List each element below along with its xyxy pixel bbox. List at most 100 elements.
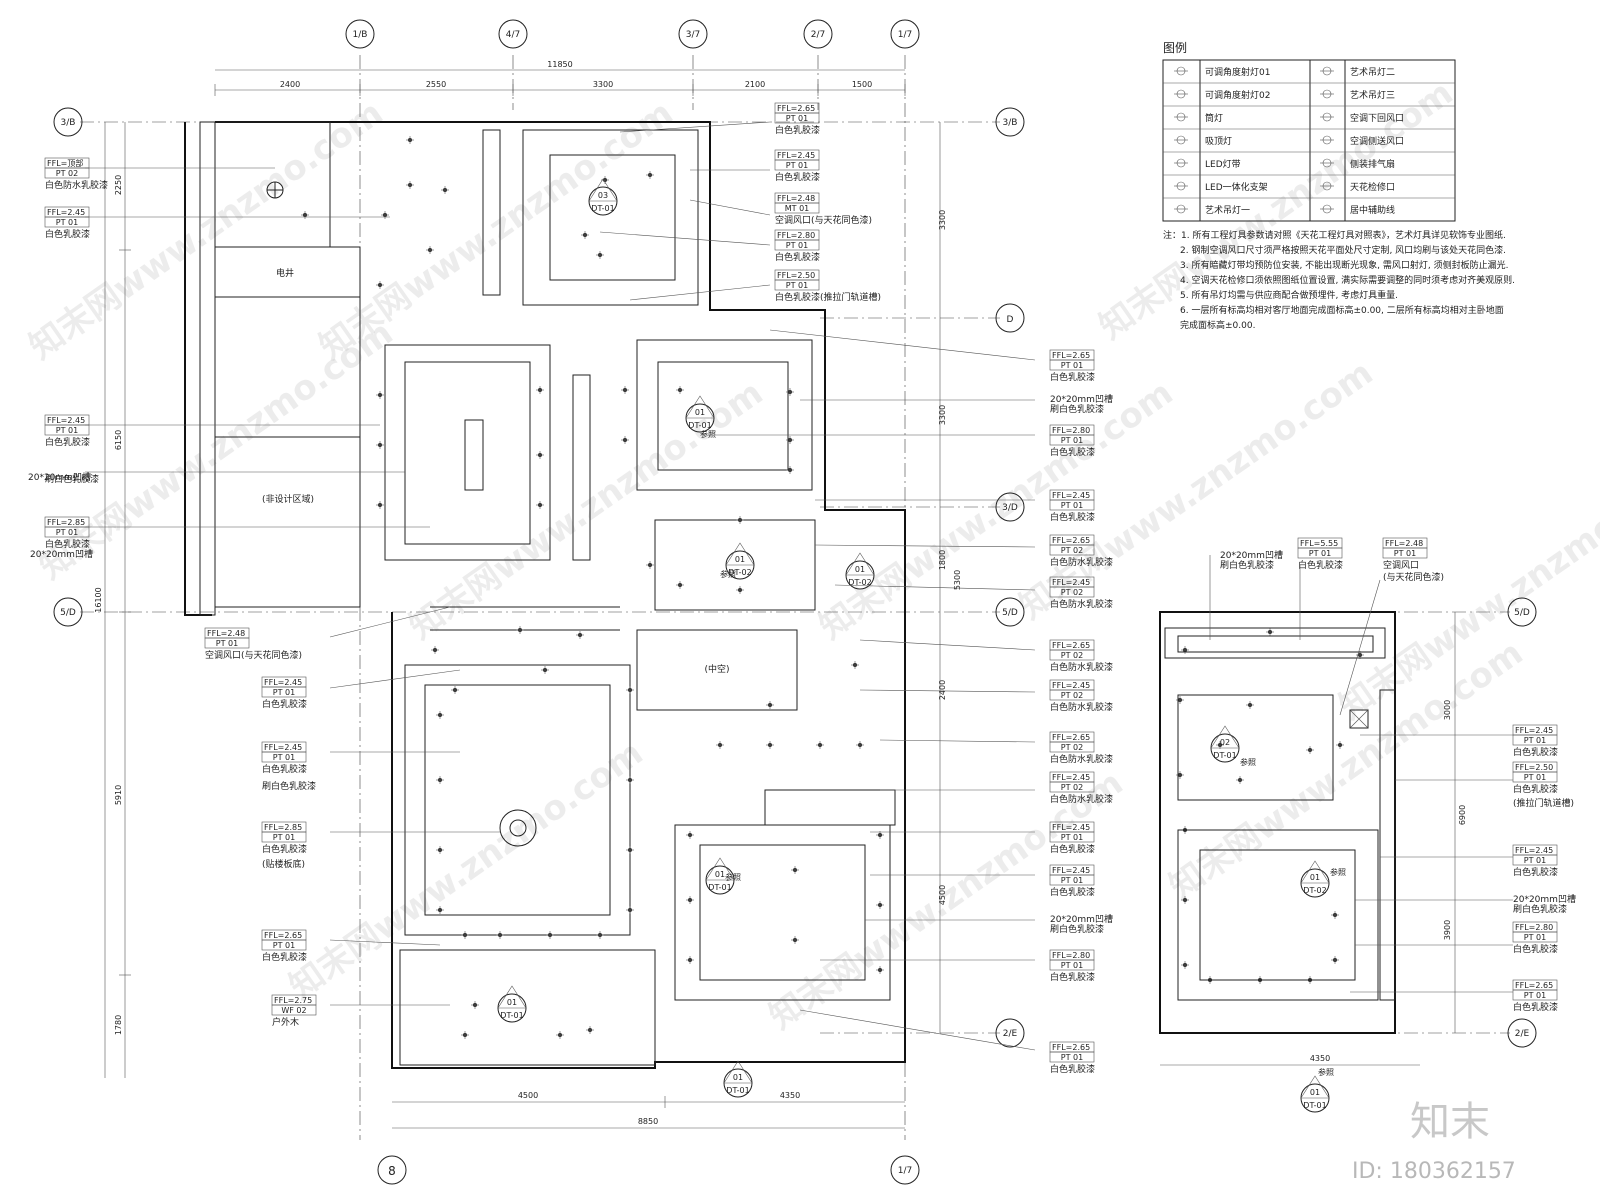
tag-label: 白色乳胶漆 <box>45 228 90 240</box>
downlight-icon <box>581 231 589 239</box>
tag-label: 白色防水乳胶漆 <box>1050 753 1113 765</box>
downlight-icon <box>876 901 884 909</box>
downlight-icon <box>596 931 604 939</box>
legend-item: 筒灯 <box>1205 112 1223 124</box>
detail-number: 01 <box>715 870 725 879</box>
downlight-icon <box>406 136 414 144</box>
brand-logo-text: 知末 <box>1410 1099 1490 1145</box>
tag-code: PT 01 <box>1061 961 1083 970</box>
tag-code: PT 01 <box>1061 436 1083 445</box>
pendant-lamp-icon <box>509 819 527 837</box>
downlight-icon <box>376 391 384 399</box>
downlight-icon <box>461 931 469 939</box>
downlight-icon <box>676 386 684 394</box>
tag-level: FFL=2.45 <box>777 151 815 160</box>
downlight-icon <box>1266 628 1274 636</box>
ceiling-panel-inner <box>424 684 611 916</box>
dimension: 3000 <box>1443 700 1452 720</box>
tag-label: 白色乳胶漆 <box>1513 943 1558 955</box>
dimension-total: 16100 <box>94 587 103 612</box>
tag-code: PT 02 <box>1061 783 1083 792</box>
legend-icon <box>1174 112 1188 122</box>
legend-icon <box>1320 66 1334 76</box>
tag-note: 刷白色乳胶漆 <box>45 473 99 485</box>
tag-code: PT 01 <box>273 833 295 842</box>
detail-sheet: DT-01 <box>688 421 711 430</box>
dimension: 2250 <box>114 175 123 195</box>
detail-sheet: DT-02 <box>848 578 871 587</box>
downlight-icon <box>301 211 309 219</box>
downlight-icon <box>436 711 444 719</box>
axis-bubble <box>995 1018 1025 1048</box>
finish-tag: 20*20mm凹槽 <box>1220 549 1283 561</box>
tag-level: FFL=2.65 <box>1052 641 1090 650</box>
downlight-icon <box>626 776 634 784</box>
dimension: 3300 <box>938 405 947 425</box>
axis-label: 1/7 <box>898 30 912 40</box>
ceiling-panel <box>1177 694 1334 801</box>
ceiling-panel <box>636 339 813 491</box>
axis-bubble <box>377 1155 407 1185</box>
legend-icon <box>1174 89 1188 99</box>
axis-label: 3/B <box>1003 118 1018 128</box>
detail-sheet: DT-02 <box>728 568 751 577</box>
tag-level: FFL=2.45 <box>1052 491 1090 500</box>
hatched-area <box>214 436 361 608</box>
downlight-icon <box>536 501 544 509</box>
downlight-icon <box>686 831 694 839</box>
note-line: 4. 空调天花检修口须依照图纸位置设置, 满实际需要调整的同时须考虑对齐美观原则… <box>1180 274 1515 286</box>
tag-level: FFL=2.80 <box>777 231 815 240</box>
detail-sheet: DT-01 <box>708 883 731 892</box>
tag-label: 20*20mm凹槽 <box>28 471 91 483</box>
tag-level: FFL=2.65 <box>1052 733 1090 742</box>
downlight-icon <box>496 931 504 939</box>
downlight-icon <box>791 936 799 944</box>
legend-item: 可调角度射灯02 <box>1205 89 1270 101</box>
tag-code: PT 01 <box>56 528 78 537</box>
void <box>636 629 798 711</box>
general-notes: 注：1. 所有工程灯具参数请对照《天花工程灯具对照表》，艺术灯具详见软饰专业图纸… <box>1163 229 1515 331</box>
downlight-icon <box>1176 771 1184 779</box>
reference-word: 参照 <box>700 429 716 439</box>
legend-icon <box>1320 135 1334 145</box>
axis-label: 1/7 <box>898 1166 912 1176</box>
tag-label: 空调风口(与天花同色漆) <box>775 214 872 226</box>
axis-bubble <box>995 597 1025 627</box>
tag-code: PT 02 <box>56 169 78 178</box>
dimension-total: 8850 <box>638 1117 658 1126</box>
detail-number: 01 <box>735 555 745 564</box>
dimension: 2550 <box>426 80 446 89</box>
tag-level: FFL=2.45 <box>47 416 85 425</box>
downlight-icon <box>461 1031 469 1039</box>
tag-level: FFL=2.50 <box>1515 763 1553 772</box>
beam <box>572 374 591 561</box>
tag-label: 20*20mm凹槽 <box>1050 393 1113 405</box>
ceiling-panel <box>1177 829 1379 1001</box>
downlight-icon <box>1336 741 1344 749</box>
axis-bubble <box>53 107 83 137</box>
dimension: 1500 <box>852 80 872 89</box>
tag-code: PT 01 <box>273 753 295 762</box>
tag-note: 刷白色乳胶漆 <box>1513 903 1567 915</box>
tag-code: PT 01 <box>273 688 295 697</box>
tag-code: PT 02 <box>1061 546 1083 555</box>
detail-sheet: DT-01 <box>1213 751 1236 760</box>
tag-code: PT 01 <box>1524 933 1546 942</box>
downlight-icon <box>736 516 744 524</box>
tag-label: 白色乳胶漆 <box>45 436 90 448</box>
tag-label: 白色乳胶漆 <box>1513 783 1558 795</box>
tag-label: 空调风口(与天花同色漆) <box>205 649 302 661</box>
downlight-icon <box>716 741 724 749</box>
